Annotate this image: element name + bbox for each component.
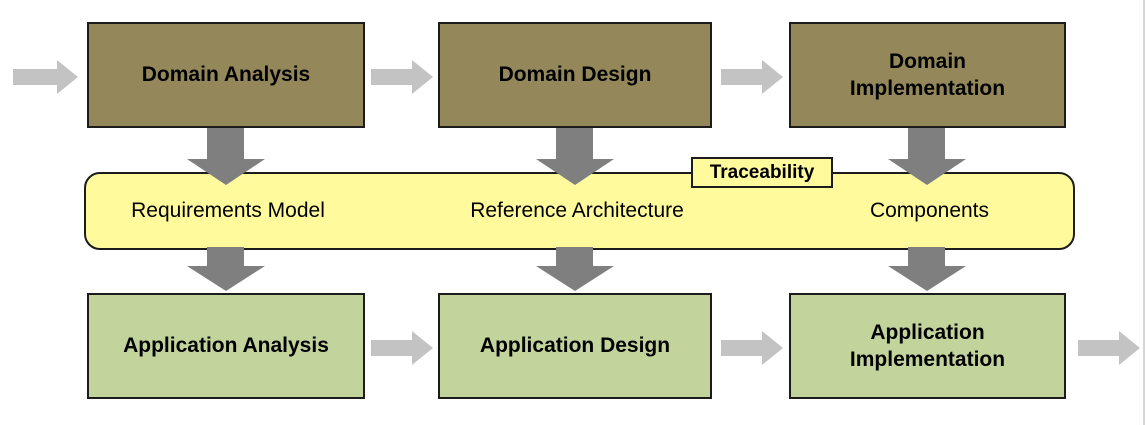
arrow-shaft <box>371 340 413 356</box>
artifact-requirements-model: Requirements Model <box>131 199 325 222</box>
node-application-analysis: Application Analysis <box>87 293 365 399</box>
arrow-head <box>762 331 783 365</box>
arrow-band-to-application-analysis-icon <box>187 247 265 291</box>
flow-arrow-application-analysis-to-design-icon <box>371 331 433 365</box>
arrow-head <box>888 266 966 291</box>
arrow-shaft <box>721 69 763 85</box>
flow-arrow-domain-design-to-implementation-icon <box>721 60 783 94</box>
arrow-shaft <box>1078 340 1120 356</box>
flow-arrow-application-design-to-implementation-icon <box>721 331 783 365</box>
arrow-head <box>536 159 614 185</box>
flow-arrow-exit-right-icon <box>1078 331 1140 365</box>
node-label: Application Analysis <box>123 334 329 358</box>
arrow-shaft <box>556 247 593 266</box>
arrow-domain-analysis-down-icon <box>187 128 265 185</box>
node-label: Domain Analysis <box>141 63 311 87</box>
arrow-head <box>888 159 966 185</box>
node-domain-analysis: Domain Analysis <box>87 22 365 128</box>
arrow-shaft <box>908 247 945 266</box>
node-label: Domain Implementation <box>849 49 1006 100</box>
artifact-reference-architecture: Reference Architecture <box>470 199 684 222</box>
arrow-shaft <box>908 128 945 159</box>
arrow-shaft <box>721 340 763 356</box>
arrow-head <box>412 331 433 365</box>
node-label: Domain Design <box>498 63 652 87</box>
arrow-shaft <box>207 128 244 159</box>
flow-arrow-domain-analysis-to-design-icon <box>371 60 433 94</box>
flow-arrow-entry-right-icon <box>13 60 78 94</box>
arrow-shaft <box>371 69 413 85</box>
arrow-head <box>187 159 265 185</box>
node-domain-design: Domain Design <box>438 22 712 128</box>
node-domain-implementation: Domain Implementation <box>789 22 1066 128</box>
arrow-domain-implementation-down-icon <box>888 128 966 185</box>
arrow-head <box>57 60 78 94</box>
arrow-head <box>187 266 265 291</box>
arrow-head <box>1119 331 1140 365</box>
artifact-components: Components <box>869 199 990 222</box>
arrow-head <box>762 60 783 94</box>
node-label: Application Implementation <box>849 320 1006 371</box>
arrow-band-to-application-design-icon <box>536 247 614 291</box>
traceability-tag: Traceability <box>691 157 833 188</box>
page-edge-line <box>1143 0 1145 425</box>
arrow-domain-design-down-icon <box>536 128 614 185</box>
arrow-shaft <box>556 128 593 159</box>
node-application-implementation: Application Implementation <box>789 293 1066 399</box>
node-application-design: Application Design <box>438 293 712 399</box>
artifact-band: Requirements Model Reference Architectur… <box>84 172 1075 250</box>
arrow-head <box>536 266 614 291</box>
arrow-head <box>412 60 433 94</box>
node-label: Application Design <box>479 334 671 358</box>
arrow-band-to-application-implementation-icon <box>888 247 966 291</box>
arrow-shaft <box>207 247 244 266</box>
arrow-shaft <box>13 69 58 85</box>
